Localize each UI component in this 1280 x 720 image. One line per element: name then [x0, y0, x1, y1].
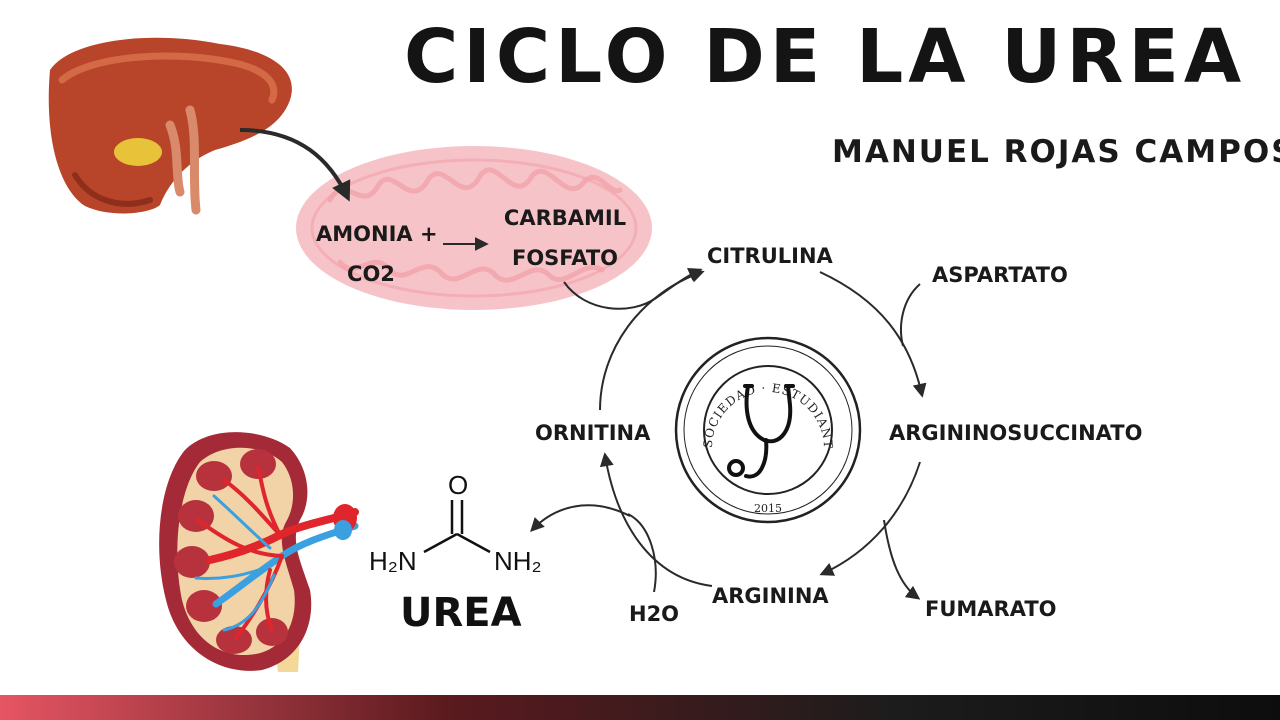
argininosuccinato-to-arginina-arrow [819, 461, 921, 576]
liver-to-mitochondrion-arrow [239, 128, 351, 202]
aspartato-input-arrow [900, 283, 921, 347]
society-seal [674, 336, 862, 524]
urea-oxygen: O [448, 470, 469, 500]
footer-bar [0, 695, 1280, 720]
arginina-label: ARGININA [712, 584, 829, 608]
citrulina-to-argininosuccinato-arrow [819, 271, 927, 398]
page-title: CICLO DE LA UREA [404, 14, 1247, 100]
amonia-label: AMONIA + [316, 222, 438, 246]
mitochondrion-illustration [296, 146, 652, 310]
fosfato-label: FOSFATO [511, 246, 619, 270]
argininosuccinato-label: ARGININOSUCCINATO [889, 421, 1143, 445]
stethoscope-icon [727, 384, 795, 479]
citrulina-label: CITRULINA [707, 244, 833, 268]
aspartato-label: ASPARTATO [932, 263, 1068, 287]
fumarato-output-arrow [883, 519, 921, 600]
fumarato-label: FUMARATO [925, 597, 1057, 621]
author-name: MANUEL ROJAS CAMPOS [832, 134, 1280, 170]
kidney-icon [159, 432, 359, 672]
h2o-input-arrow [627, 513, 657, 593]
co2-label: CO2 [347, 262, 395, 286]
arginina-to-ornitina-arrow [599, 452, 713, 587]
urea-right-amine: NH₂ [494, 546, 542, 576]
ornitina-label: ORNITINA [535, 421, 651, 445]
carbamil-label: CARBAMIL [503, 206, 627, 230]
urea-left-amine: H₂N [369, 546, 417, 576]
ornitina-to-citrulina-arrow [599, 269, 705, 411]
urea-label: UREA [400, 590, 522, 636]
arginina-to-urea-arrow [530, 504, 631, 533]
seal-year: 2015 [754, 502, 782, 515]
urea-bonds [423, 500, 491, 554]
h2o-label: H2O [629, 602, 680, 626]
liver-icon [48, 37, 292, 215]
